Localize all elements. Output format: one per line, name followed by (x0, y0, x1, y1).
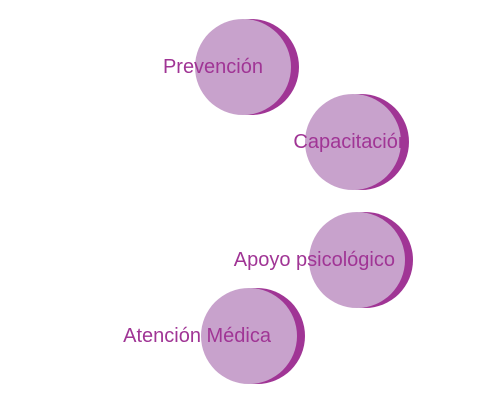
node-circle (309, 212, 405, 308)
node-label: Atención Médica (123, 325, 271, 347)
node-apoyo-psicologico: Apoyo psicológico (234, 212, 413, 308)
node-label: Capacitación (293, 131, 409, 153)
node-circle (201, 288, 297, 384)
node-circle (195, 19, 291, 115)
node-label: Apoyo psicológico (233, 249, 395, 271)
node-prevencion: Prevención (163, 19, 299, 115)
node-capacitacion: Capacitación (293, 94, 409, 190)
node-label: Prevención (162, 56, 263, 78)
node-atencion-medica: Atención Médica (123, 288, 305, 384)
node-circle (305, 94, 401, 190)
